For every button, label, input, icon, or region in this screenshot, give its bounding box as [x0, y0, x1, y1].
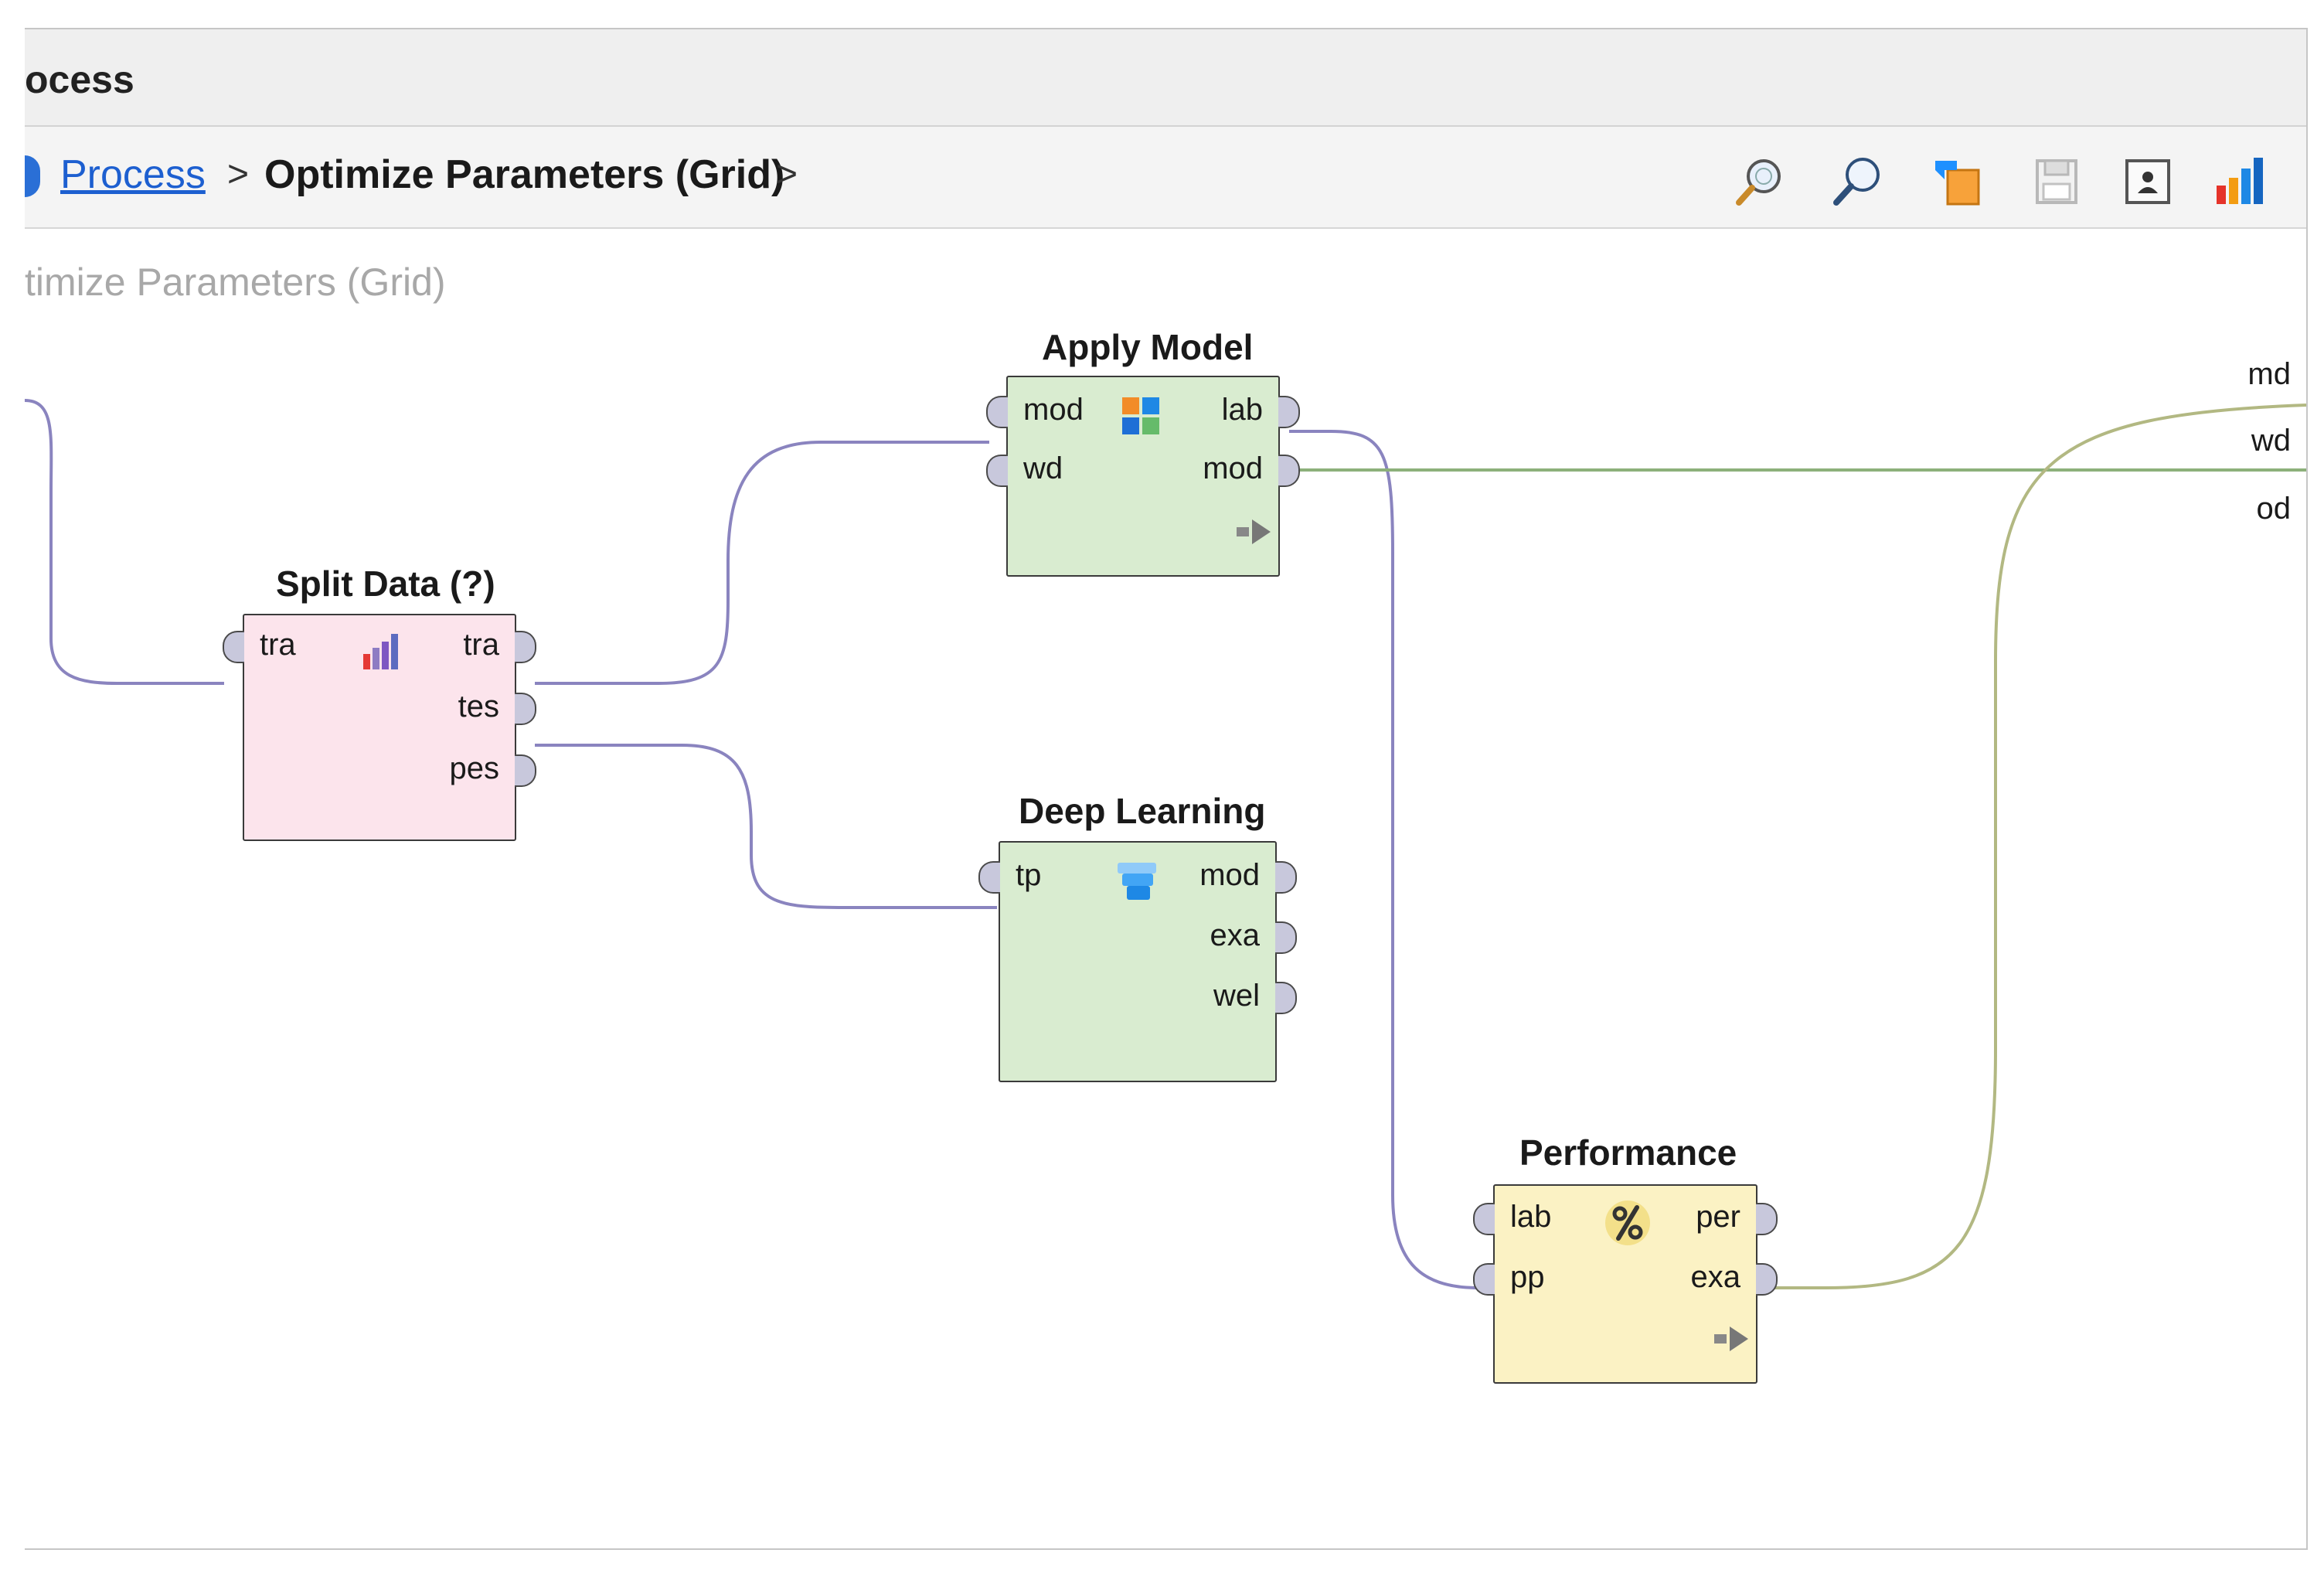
wire-split-tes-to-deep-tp: [535, 744, 997, 910]
breadcrumb-separator: >: [227, 154, 250, 195]
operator-performance[interactable]: lab pp per exa: [1473, 1184, 1778, 1384]
wire-input-to-split: [25, 399, 224, 685]
user-icon[interactable]: [2121, 155, 2175, 209]
zoom-in-icon[interactable]: [1733, 155, 1787, 209]
performance-input-label-pp: pp: [1510, 1260, 1545, 1294]
operator-title-split-data: Split Data (?): [276, 564, 495, 604]
breadcrumb-bar: Process > Optimize Parameters (Grid) >: [25, 127, 2306, 229]
operator-split-data[interactable]: tra tra tes pes: [223, 614, 536, 841]
split-output-port-tes[interactable]: [515, 693, 536, 725]
layers-icon: [1118, 863, 1156, 900]
wire-split-tra-to-apply-mod: [535, 441, 989, 685]
deep-input-port-tp[interactable]: [978, 861, 1000, 894]
deep-output-label-exa: exa: [1210, 918, 1261, 952]
bar-chart-icon: [363, 634, 398, 669]
execution-arrow-icon[interactable]: [1235, 516, 1274, 547]
operator-deep-learning[interactable]: tp mod exa wel: [978, 841, 1297, 1082]
operator-apply-model[interactable]: mod wd lab mod: [986, 376, 1300, 577]
deep-output-label-wel: wel: [1213, 979, 1260, 1013]
process-panel: ocess Process > Optimize Parameters (Gri…: [25, 28, 2308, 1550]
deep-input-label-tp: tp: [1016, 858, 1042, 892]
breadcrumb-process-link[interactable]: Process: [60, 152, 206, 197]
performance-input-port-pp[interactable]: [1473, 1263, 1495, 1296]
performance-input-port-lab[interactable]: [1473, 1203, 1495, 1235]
deep-output-label-mod: mod: [1199, 858, 1260, 892]
connections-layer: [25, 399, 2306, 1289]
wire-apply-lab-to-performance-lab: [1289, 430, 1478, 1289]
split-input-label-tra: tra: [260, 628, 296, 662]
split-output-label-tra: tra: [463, 628, 499, 662]
operator-title-deep-learning: Deep Learning: [1019, 791, 1266, 831]
split-output-label-pes: pes: [449, 751, 500, 785]
performance-output-label-per: per: [1696, 1200, 1740, 1234]
add-note-icon[interactable]: [1931, 155, 1985, 209]
split-output-port-pes[interactable]: [515, 754, 536, 787]
output-port-wd[interactable]: wd: [2251, 424, 2291, 458]
deep-output-port-exa[interactable]: [1275, 921, 1297, 954]
output-port-md[interactable]: md: [2247, 357, 2291, 391]
operator-title-apply-model: Apply Model: [1042, 327, 1254, 367]
chart-icon[interactable]: [2212, 155, 2266, 209]
apply-input-port-mod[interactable]: [986, 396, 1008, 428]
performance-output-port-exa[interactable]: [1756, 1263, 1778, 1296]
apply-input-label-mod: mod: [1023, 393, 1084, 427]
breadcrumb-current: Optimize Parameters (Grid): [264, 152, 785, 197]
performance-input-label-lab: lab: [1510, 1200, 1552, 1234]
percent-icon: [1605, 1200, 1650, 1245]
apply-input-port-wd[interactable]: [986, 455, 1008, 487]
canvas-subprocess-label: timize Parameters (Grid): [25, 261, 446, 304]
apply-output-label-mod: mod: [1203, 451, 1263, 485]
output-port-od[interactable]: od: [2256, 492, 2292, 526]
performance-output-port-per[interactable]: [1756, 1203, 1778, 1235]
apply-output-label-lab: lab: [1221, 393, 1263, 427]
save-disabled-icon[interactable]: [2030, 155, 2084, 209]
operator-title-performance: Performance: [1519, 1132, 1737, 1173]
performance-output-label-exa: exa: [1690, 1260, 1741, 1294]
split-input-port-tra[interactable]: [223, 631, 244, 663]
windows-grid-icon: [1122, 397, 1159, 434]
panel-title: ocess: [25, 58, 134, 101]
panel-title-bar: ocess: [25, 29, 2306, 127]
split-output-port-tra[interactable]: [515, 631, 536, 663]
deep-output-port-wel[interactable]: [1275, 982, 1297, 1014]
apply-output-port-lab[interactable]: [1278, 396, 1300, 428]
apply-input-label-wd: wd: [1023, 451, 1063, 485]
execution-arrow-icon[interactable]: [1713, 1323, 1751, 1354]
wire-performance-per-to-md: [1764, 404, 2306, 1289]
split-output-label-tes: tes: [458, 690, 499, 724]
zoom-out-icon[interactable]: [1830, 155, 1884, 209]
apply-output-port-mod[interactable]: [1278, 455, 1300, 487]
process-root-icon[interactable]: [25, 155, 40, 197]
breadcrumb-separator-end[interactable]: >: [776, 154, 798, 195]
deep-output-port-mod[interactable]: [1275, 861, 1297, 894]
process-canvas[interactable]: timize Parameters (Grid) md wd od Split …: [25, 229, 2306, 1548]
